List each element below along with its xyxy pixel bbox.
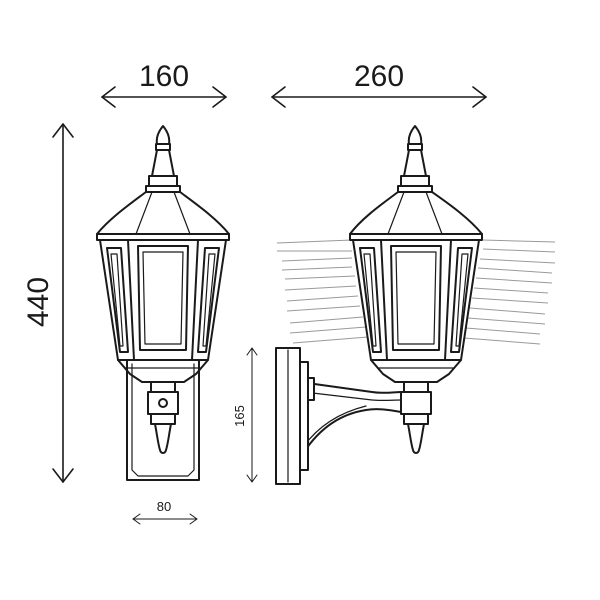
dimension-mount-height: 165 <box>232 347 258 483</box>
dimension-side-depth: 260 <box>271 60 487 108</box>
side-neck-band <box>400 175 430 187</box>
front-connector <box>150 381 176 393</box>
side-roof <box>349 191 483 235</box>
side-bottom-finial <box>407 423 425 454</box>
dimension-base-width-label: 80 <box>157 499 171 514</box>
dimension-height-label: 440 <box>22 277 55 327</box>
front-bottom-bowl <box>117 359 209 383</box>
side-pane-center <box>390 245 442 351</box>
front-pane-left <box>106 247 129 353</box>
side-pane-right <box>450 247 473 353</box>
front-connector-body <box>147 391 179 415</box>
dimension-height: 440 <box>22 123 74 483</box>
front-pane-center <box>137 245 189 351</box>
dimension-side-depth-label: 260 <box>354 60 404 93</box>
front-connector-screw <box>158 398 168 408</box>
dimension-front-width-label: 160 <box>139 60 189 93</box>
front-finial <box>155 125 171 145</box>
side-finial <box>407 125 423 145</box>
front-roof-facets <box>135 191 191 235</box>
front-bottom-finial <box>154 423 172 454</box>
front-neck-band <box>148 175 178 187</box>
wall-hatch-left <box>276 239 369 344</box>
side-bottom-bowl <box>370 359 462 383</box>
wall-hatch-right <box>463 239 556 345</box>
dimension-mount-height-label: 165 <box>232 405 247 427</box>
side-connector-body <box>400 391 432 415</box>
side-neck <box>403 149 427 177</box>
front-back-plate <box>126 359 200 481</box>
wall-bracket-arm <box>299 381 402 453</box>
dimension-front-width: 160 <box>101 60 227 108</box>
front-view-lantern <box>96 125 230 481</box>
side-pane-left <box>359 247 382 353</box>
side-view-lantern <box>275 125 556 485</box>
front-pane-right <box>197 247 220 353</box>
front-roof <box>96 191 230 235</box>
front-frame-members <box>127 239 199 361</box>
dimension-base-width: 80 <box>132 499 198 525</box>
front-neck <box>151 149 175 177</box>
